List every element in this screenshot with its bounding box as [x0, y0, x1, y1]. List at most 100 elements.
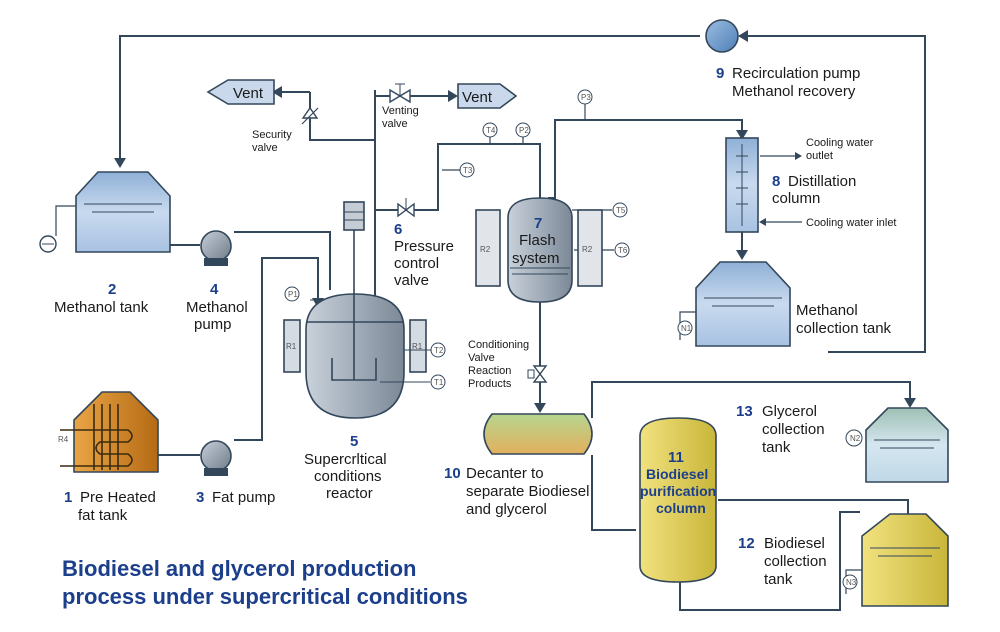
pressure-valve-label-2: control	[394, 255, 439, 272]
glycerol-collection-tank: N2	[845, 407, 949, 483]
instrument-p1: P1	[284, 286, 300, 302]
svg-text:T3: T3	[463, 166, 473, 175]
biodiesel-tank-number: 12	[738, 535, 755, 552]
flash-tag-left: R2	[480, 245, 491, 254]
fat-pump-number: 3	[196, 489, 204, 506]
conditioning-label-3: Reaction	[468, 365, 511, 377]
recirc-pump-number: 9	[716, 65, 724, 82]
diagram-title-line-2: process under supercritical conditions	[62, 584, 468, 609]
security-valve-icon	[301, 106, 319, 125]
recirc-pump-label-2: Methanol recovery	[732, 83, 856, 100]
instrument-t6: T6	[614, 242, 630, 258]
decanter-number: 10	[444, 465, 461, 482]
distillation-column	[725, 137, 759, 233]
purification-label-1: Biodiesel	[646, 466, 708, 482]
svg-text:T4: T4	[486, 126, 496, 135]
biodiesel-tank-label-3: tank	[764, 571, 793, 588]
flash-tag-right: R2	[582, 245, 593, 254]
biodiesel-tank-label-2: collection	[764, 553, 827, 570]
methanol-collection-label-1: Methanol	[796, 302, 858, 319]
instrument-t1: T1	[430, 374, 446, 390]
glycerol-tank-number: 13	[736, 403, 753, 420]
flash-label-2: system	[512, 250, 560, 267]
conditioning-valve-icon	[527, 365, 548, 383]
reactor-tag-left: R1	[286, 342, 297, 351]
distillation-number: 8	[772, 173, 780, 190]
decanter-label-1: Decanter to	[466, 465, 544, 482]
methanol-collection-tank: N1	[677, 261, 791, 347]
svg-text:T1: T1	[434, 378, 444, 387]
instrument-t5: T5	[612, 202, 628, 218]
purification-label-2: purification	[640, 483, 716, 499]
security-valve-label-1: Security	[252, 129, 292, 141]
fat-pump	[200, 440, 232, 476]
recirculation-pump	[705, 19, 739, 53]
methanol-pump	[200, 230, 232, 266]
conditioning-label-2: Valve	[468, 352, 495, 364]
glycerol-tank-label-1: Glycerol	[762, 403, 817, 420]
flash-label-1: Flash	[519, 232, 556, 249]
venting-valve-label-2: valve	[382, 118, 408, 130]
svg-text:T6: T6	[618, 246, 628, 255]
venting-valve-label-1: Venting	[382, 105, 419, 117]
cooling-water-outlet-label-1: Cooling water	[806, 137, 874, 149]
instrument-n1: N1	[681, 324, 692, 333]
purification-number: 11	[668, 449, 684, 466]
svg-text:T5: T5	[616, 206, 626, 215]
heating-coil-icon	[60, 404, 133, 470]
methanol-pump-label-2: pump	[194, 316, 232, 333]
glycerol-tank-label-3: tank	[762, 439, 791, 456]
svg-text:T2: T2	[434, 346, 444, 355]
decanter	[483, 413, 593, 455]
instrument-p3: P3	[577, 89, 593, 105]
diagram-title-line-1: Biodiesel and glycerol production	[62, 556, 417, 581]
reactor-label-1: Supercrltical	[304, 451, 387, 468]
conditioning-label-4: Products	[468, 378, 512, 390]
cooling-water-inlet-label: Cooling water inlet	[806, 217, 897, 229]
reactor-tag-right: R1	[412, 342, 423, 351]
biodiesel-tank-label-1: Biodiesel	[764, 535, 825, 552]
flash-system: R2 R2	[475, 197, 603, 303]
methanol-tank	[39, 171, 171, 253]
glycerol-tank-label-2: collection	[762, 421, 825, 438]
instrument-n2: N2	[850, 434, 861, 443]
vent-left: Vent	[206, 79, 275, 105]
fat-tank: R4	[58, 391, 159, 473]
instrument-t4: T4	[482, 122, 498, 138]
pipework	[114, 30, 926, 611]
instrument-t2: T2	[430, 342, 446, 358]
methanol-pump-label-1: Methanol	[186, 299, 248, 316]
svg-text:Vent: Vent	[233, 85, 264, 102]
purification-column	[639, 417, 717, 583]
purification-label-3: column	[656, 500, 706, 516]
fat-tank-number: 1	[64, 489, 72, 506]
reactor-number: 5	[350, 433, 358, 450]
vent-right: Vent	[457, 83, 518, 109]
methanol-tank-number: 2	[108, 281, 116, 298]
pressure-valve-number: 6	[394, 221, 402, 238]
decanter-label-3: and glycerol	[466, 501, 547, 518]
conditioning-label-1: Conditioning	[468, 339, 529, 351]
distillation-label-2: column	[772, 190, 820, 207]
instrument-n3: N3	[846, 578, 857, 587]
distillation-label-1: Distillation	[788, 173, 856, 190]
svg-text:P2: P2	[519, 126, 529, 135]
pressure-control-valve-icon	[397, 198, 415, 218]
instrument-p2: P2	[515, 122, 531, 138]
fat-tank-label-2: fat tank	[78, 507, 128, 524]
methanol-pump-number: 4	[210, 281, 219, 298]
fat-tank-label-1: Pre Heated	[80, 489, 156, 506]
security-valve-label-2: valve	[252, 142, 278, 154]
methanol-collection-label-2: collection tank	[796, 320, 892, 337]
decanter-label-2: separate Biodiesel	[466, 483, 589, 500]
biodiesel-collection-tank: N3	[842, 513, 949, 607]
fat-pump-label: Fat pump	[212, 489, 275, 506]
flash-number: 7	[534, 215, 542, 232]
pressure-valve-label-3: valve	[394, 272, 429, 289]
svg-text:Vent: Vent	[462, 89, 493, 106]
pressure-valve-label-1: Pressure	[394, 238, 454, 255]
svg-text:P1: P1	[288, 290, 298, 299]
reactor-label-2: conditions	[314, 468, 382, 485]
venting-valve-icon	[389, 83, 411, 104]
